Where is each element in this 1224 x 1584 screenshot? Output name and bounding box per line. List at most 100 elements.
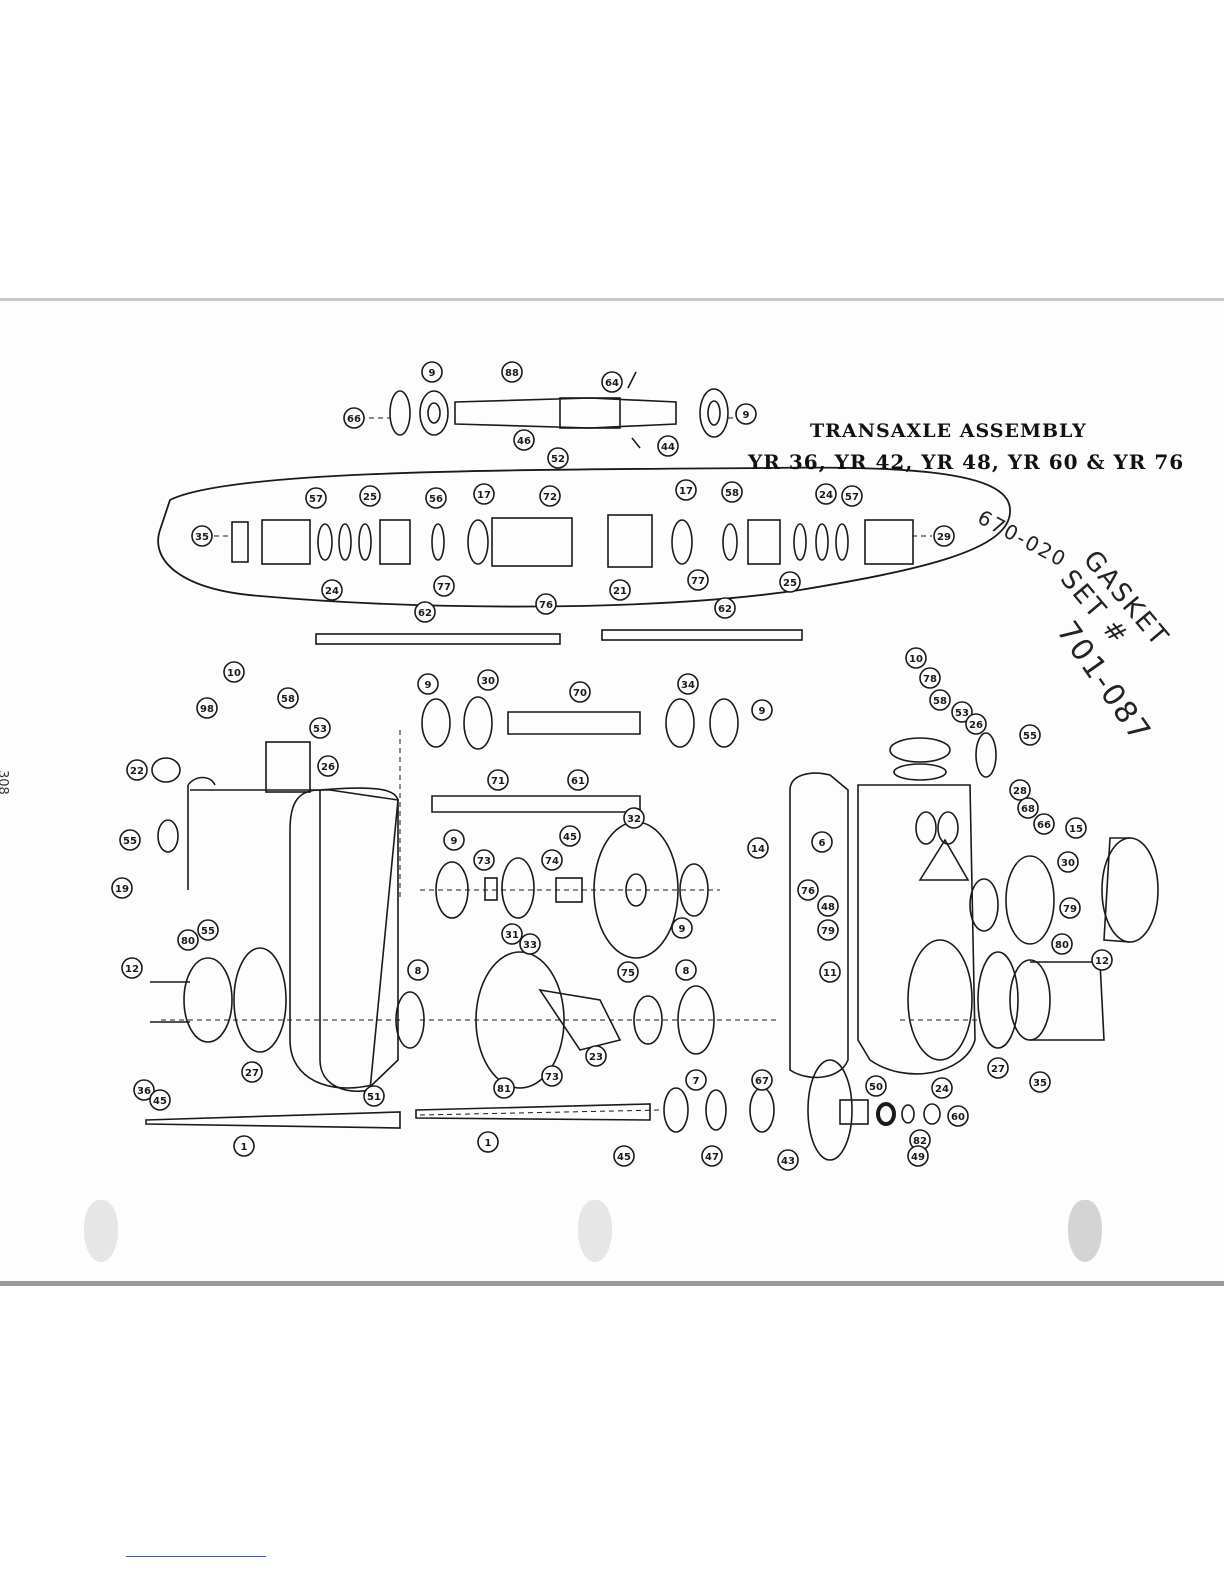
- callout-circle: [317, 755, 339, 777]
- wheel-hub: [807, 1059, 853, 1161]
- callout-label: 26: [969, 720, 983, 731]
- callout-label: 53: [955, 708, 969, 719]
- callout-label: 9: [679, 924, 686, 935]
- callout-label: 53: [313, 724, 327, 735]
- callout-circle: [241, 1061, 263, 1083]
- callout-label: 73: [477, 856, 491, 867]
- callout-label: 26: [321, 762, 335, 773]
- callout-label: 79: [821, 926, 835, 937]
- callout-71: 71: [487, 769, 509, 791]
- callout-74: 74: [541, 849, 563, 871]
- callout-label: 62: [418, 608, 432, 619]
- callout-circle: [919, 667, 941, 689]
- callout-circle: [417, 673, 439, 695]
- callout-21: 21: [609, 579, 631, 601]
- callout-circle: [601, 371, 623, 393]
- callout-circle: [609, 579, 631, 601]
- callout-circle: [177, 929, 199, 951]
- callout-label: 61: [571, 776, 585, 787]
- callout-label: 25: [783, 578, 797, 589]
- callout-circle: [1059, 897, 1081, 919]
- callout-label: 24: [325, 586, 339, 597]
- callout-75: 75: [617, 961, 639, 983]
- callout-33: 33: [519, 933, 541, 955]
- callout-58: 58: [721, 481, 743, 503]
- callout-11: 11: [819, 961, 841, 983]
- callout-30: 30: [477, 669, 499, 691]
- callout-label: 10: [227, 668, 241, 679]
- model-list: YR 36, YR 42, YR 48, YR 60 & YR 76: [748, 450, 1185, 474]
- callout-label: 35: [195, 532, 209, 543]
- footer-link-line: [126, 1556, 266, 1557]
- callout-label: 17: [679, 486, 693, 497]
- callout-circle: [779, 571, 801, 593]
- callout-label: 17: [477, 490, 491, 501]
- callout-label: 77: [437, 582, 451, 593]
- callout-label: 74: [545, 856, 559, 867]
- callout-label: 48: [821, 902, 835, 913]
- callout-44: 44: [657, 435, 679, 457]
- callout-88: 88: [501, 361, 523, 383]
- callout-73: 73: [541, 1065, 563, 1087]
- callout-label: 57: [845, 492, 859, 503]
- callout-circle: [443, 829, 465, 851]
- callout-68: 68: [1017, 797, 1039, 819]
- callout-31: 31: [501, 923, 523, 945]
- callout-circle: [841, 485, 863, 507]
- callout-15: 15: [1065, 817, 1087, 839]
- callout-label: 9: [451, 836, 458, 847]
- callout-circle: [819, 961, 841, 983]
- callout-76: 76: [797, 879, 819, 901]
- callout-36: 36: [133, 1079, 155, 1101]
- callout-circle: [425, 487, 447, 509]
- callout-17: 17: [675, 479, 697, 501]
- encircled-shifter-assembly: [157, 466, 1011, 608]
- callout-label: 55: [1023, 731, 1037, 742]
- callout-label: 72: [543, 492, 557, 503]
- callout-label: 76: [539, 600, 553, 611]
- callout-label: 1: [485, 1138, 492, 1149]
- callout-label: 31: [505, 930, 519, 941]
- shaft-70: [507, 711, 641, 735]
- callout-67: 67: [751, 1069, 773, 1091]
- callout-45: 45: [613, 1145, 635, 1167]
- callout-98: 98: [196, 697, 218, 719]
- center-gears: [421, 696, 739, 1089]
- callout-label: 9: [425, 680, 432, 691]
- callout-47: 47: [701, 1145, 723, 1167]
- callout-label: 66: [1037, 820, 1051, 831]
- left-housing: [150, 741, 425, 1092]
- punch-hole-left: [84, 1200, 118, 1262]
- callout-label: 80: [1055, 940, 1069, 951]
- callout-circle: [539, 485, 561, 507]
- callout-circle: [1009, 779, 1031, 801]
- callout-circle: [414, 601, 436, 623]
- callout-label: 9: [743, 410, 750, 421]
- callout-45: 45: [149, 1089, 171, 1111]
- callout-label: 55: [123, 836, 137, 847]
- callout-circle: [701, 1145, 723, 1167]
- callout-circle: [623, 807, 645, 829]
- callout-57: 57: [305, 487, 327, 509]
- callout-circle: [119, 829, 141, 851]
- callout-circle: [309, 717, 331, 739]
- callout-circle: [343, 407, 365, 429]
- callout-66: 66: [343, 407, 365, 429]
- callout-27: 27: [241, 1061, 263, 1083]
- callout-53: 53: [309, 717, 331, 739]
- callout-label: 45: [617, 1152, 631, 1163]
- shifter-parts: [231, 514, 914, 568]
- callout-circle: [613, 1145, 635, 1167]
- callout-circle: [541, 849, 563, 871]
- callout-label: 67: [755, 1076, 769, 1087]
- callout-57: 57: [841, 485, 863, 507]
- callout-label: 68: [1021, 804, 1035, 815]
- callout-label: 71: [491, 776, 505, 787]
- callout-label: 7: [693, 1076, 700, 1087]
- callout-label: 52: [551, 454, 565, 465]
- callout-52: 52: [547, 447, 569, 469]
- callout-label: 15: [1069, 824, 1083, 835]
- callout-55: 55: [1019, 724, 1041, 746]
- callout-26: 26: [317, 755, 339, 777]
